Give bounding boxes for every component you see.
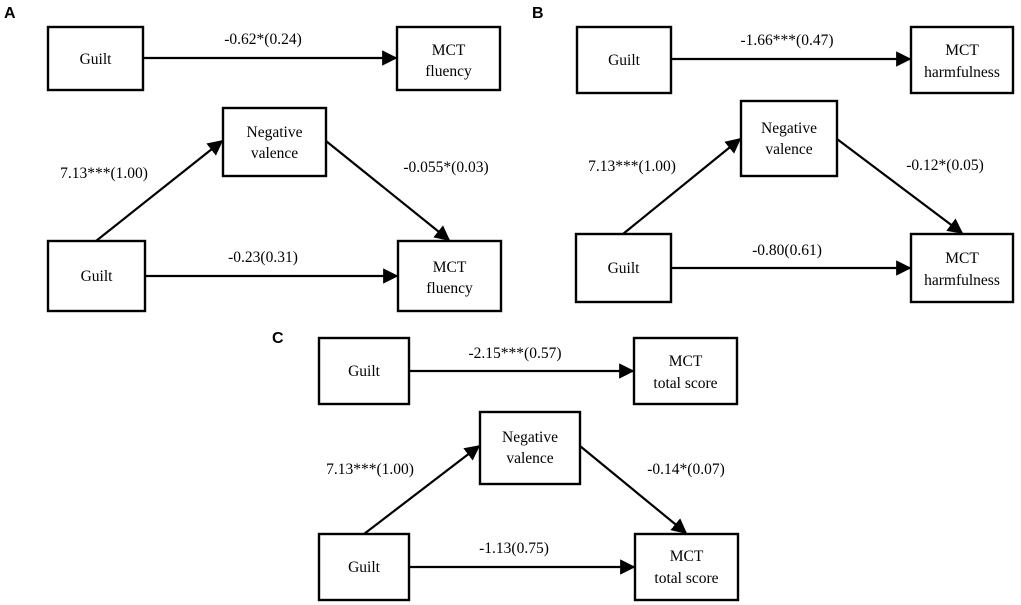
- panel-c-c-prime-path-label: -1.13(0.75): [479, 540, 549, 557]
- panel-c-total-effect: Guilt MCT total score -2.15***(0.57): [317, 336, 739, 406]
- panel-a-total-guilt-label: Guilt: [80, 51, 113, 68]
- panel-c-total-guilt-label: Guilt: [348, 363, 381, 380]
- panel-b-total-outcome-line1: MCT: [945, 42, 979, 59]
- panel-c-outcome-line2: total score: [654, 570, 718, 587]
- panel-b-mediator-line2: valence: [765, 141, 812, 158]
- panel-a-mediator-line1: Negative: [247, 124, 303, 141]
- panel-a-total-outcome-box: [395, 25, 502, 92]
- panel-b-total-outcome-box: [909, 25, 1015, 95]
- panel-b-c-path-label: -1.66***(0.47): [741, 32, 834, 49]
- panel-a-outcome-box: [396, 239, 503, 313]
- panel-a-c-path-label: -0.62*(0.24): [224, 31, 302, 48]
- panel-b-total-effect: Guilt MCT harmfulness -1.66***(0.47): [575, 25, 1015, 95]
- panel-a-mediator-line2: valence: [251, 145, 298, 162]
- panel-a-a-path-arrow: [95, 140, 224, 242]
- panel-b-b-path-label: -0.12*(0.05): [906, 157, 984, 174]
- panel-c: C Guilt MCT total score -2.15***(0.57) N…: [272, 330, 740, 602]
- panel-a-label: A: [4, 5, 16, 22]
- panel-b-a-path-label: 7.13***(1.00): [588, 158, 676, 175]
- panel-b-mediation: Negative valence Guilt MCT harmfulness 7…: [574, 99, 1015, 304]
- panel-b-mediator-line1: Negative: [761, 120, 817, 137]
- panel-c-total-guilt-box: [317, 336, 411, 406]
- panel-c-a-path-label: 7.13***(1.00): [326, 461, 414, 478]
- panel-a-outcome-line1: MCT: [433, 259, 467, 276]
- panel-a-mediation: Negative valence Guilt MCT fluency 7.13*…: [46, 106, 503, 313]
- panel-b-total-outcome-line2: harmfulness: [924, 64, 1000, 81]
- panel-a-total-guilt-box: [46, 25, 145, 92]
- panel-b-outcome-line1: MCT: [945, 250, 979, 267]
- panel-c-mediation: Negative valence Guilt MCT total score 7…: [317, 410, 740, 602]
- panel-c-outcome-line1: MCT: [670, 548, 704, 565]
- panel-b-outcome-box: [909, 232, 1015, 304]
- panel-b-label: B: [532, 5, 544, 22]
- panel-c-mediator-line2: valence: [506, 450, 553, 467]
- panel-c-b-path-label: -0.14*(0.07): [647, 461, 725, 478]
- panel-a-b-path-arrow: [325, 140, 451, 241]
- panel-b-c-prime-path-label: -0.80(0.61): [752, 242, 822, 259]
- panel-b-total-guilt-label: Guilt: [608, 52, 641, 69]
- panel-a-a-path-label: 7.13***(1.00): [60, 165, 148, 182]
- panel-b-total-guilt-box: [575, 25, 673, 95]
- panel-a-c-prime-path-label: -0.23(0.31): [228, 249, 298, 266]
- panel-a-guilt-label: Guilt: [81, 268, 114, 285]
- panel-c-total-outcome-line2: total score: [653, 375, 717, 392]
- panel-b-a-path-arrow: [622, 138, 742, 235]
- panel-c-mediator-line1: Negative: [502, 429, 558, 446]
- panel-c-a-path-arrow: [363, 445, 481, 535]
- panel-c-guilt-label: Guilt: [348, 559, 381, 576]
- panel-a-total-effect: Guilt MCT fluency -0.62*(0.24): [46, 25, 502, 92]
- panel-b-mediator-box: [739, 99, 839, 178]
- panel-a-total-outcome-line1: MCT: [432, 42, 466, 59]
- panel-c-label: C: [272, 330, 284, 347]
- panel-c-mediator-box: [478, 410, 582, 486]
- panel-a-outcome-line2: fluency: [426, 280, 473, 297]
- panel-b: B Guilt MCT harmfulness -1.66***(0.47) N…: [532, 5, 1015, 304]
- panel-c-b-path-arrow: [579, 445, 688, 534]
- panel-b-b-path-arrow: [836, 138, 964, 234]
- panel-b-outcome-line2: harmfulness: [924, 272, 1000, 289]
- panel-a-mediator-box: [221, 106, 328, 178]
- panel-c-total-outcome-line1: MCT: [669, 353, 703, 370]
- panel-a-total-outcome-line2: fluency: [425, 63, 472, 80]
- panel-c-total-outcome-box: [632, 336, 739, 406]
- panel-a-b-path-label: -0.055*(0.03): [403, 159, 488, 176]
- panel-c-outcome-box: [633, 532, 740, 602]
- panel-c-c-path-label: -2.15***(0.57): [469, 345, 562, 362]
- panel-a: A Guilt MCT fluency -0.62*(0.24) Negativ…: [4, 5, 503, 313]
- panel-b-guilt-label: Guilt: [608, 260, 641, 277]
